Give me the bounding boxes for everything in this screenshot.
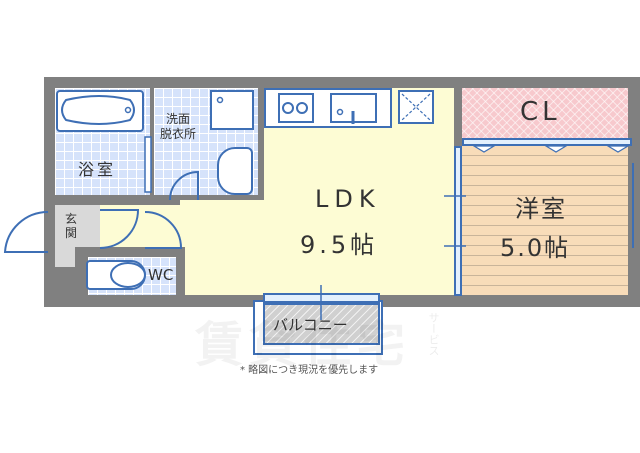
- bath-wash-wall: [150, 88, 154, 195]
- toilet-label: WC: [148, 266, 174, 284]
- watermark-sub: サービス: [427, 312, 440, 356]
- washroom-label-1: 洗面: [166, 112, 191, 126]
- western-room-label: 洋室: [515, 195, 567, 223]
- upper-corridor-wall: [44, 195, 264, 205]
- wash-basin: [217, 147, 253, 195]
- ldk-lower: [180, 200, 454, 295]
- corridor: [100, 205, 180, 247]
- washroom-label-2: 脱衣所: [160, 127, 197, 141]
- western-room: [462, 146, 628, 295]
- sliding-door: [454, 146, 462, 296]
- entrance-label: 玄関: [64, 212, 77, 240]
- closet: [462, 88, 628, 138]
- ldk-label: LDK: [315, 185, 381, 213]
- bathroom-label: 浴室: [78, 160, 117, 179]
- watermark: 賃貸住宅: [195, 317, 412, 373]
- balcony-label: バルコニー: [273, 316, 348, 334]
- washroom-wall: [258, 88, 264, 200]
- disclaimer-note: * 略図につき現況を優先します: [240, 365, 379, 376]
- balcony: [263, 303, 380, 345]
- closet-doors: [462, 138, 632, 146]
- western-room-size: 5.0帖: [500, 234, 571, 262]
- washing-machine: [210, 90, 254, 130]
- closet-label: CL: [520, 97, 561, 127]
- ldk-size: 9.5帖: [300, 231, 379, 259]
